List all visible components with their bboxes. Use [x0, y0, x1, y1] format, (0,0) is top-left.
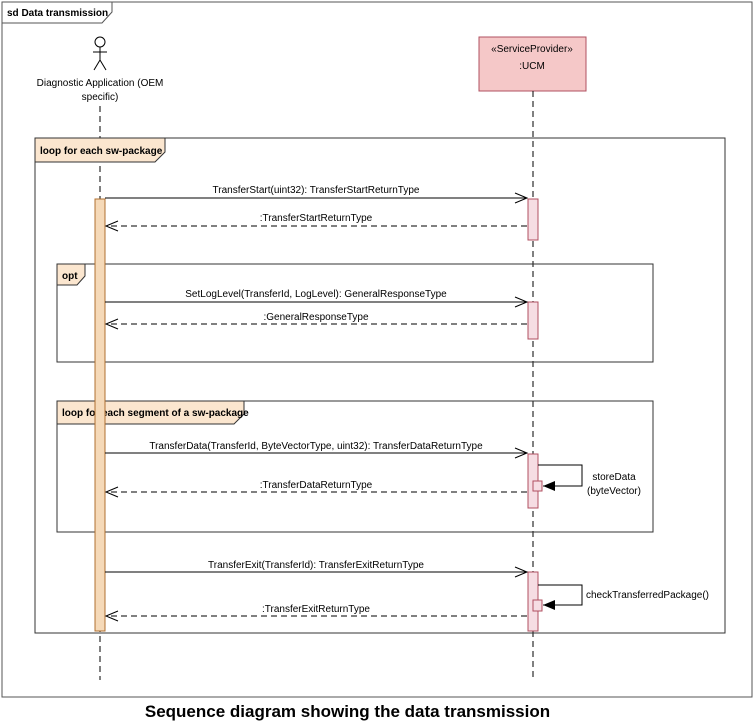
actor-name-line1: Diagnostic Application (OEM	[37, 78, 164, 89]
service-stereotype: «ServiceProvider»	[491, 44, 573, 55]
actor-name-line2: specific)	[82, 92, 119, 103]
figure-caption: Sequence diagram showing the data transm…	[144, 702, 551, 721]
message-transferexit-label: TransferExit(TransferId): TransferExitRe…	[208, 560, 424, 571]
fragment-loop-outer	[34, 137, 726, 634]
self-call-checktransferredpackage-label: checkTransferredPackage()	[586, 590, 709, 601]
self-call-storedata-line2: (byteVector)	[587, 486, 641, 497]
return-transferdata-label: :TransferDataReturnType	[260, 480, 373, 491]
fragment-loop-inner	[56, 400, 654, 533]
service-activation-4-nested	[532, 599, 543, 612]
service-activation-2	[527, 301, 539, 340]
fragment-loop-outer-label: loop for each sw-package	[40, 146, 163, 157]
message-transferstart-label: TransferStart(uint32): TransferStartRetu…	[213, 185, 420, 196]
service-activation-1	[527, 198, 539, 241]
return-transferexit-label: :TransferExitReturnType	[262, 604, 370, 615]
frame-title: sd Data transmission	[7, 8, 108, 19]
diagram-frame	[1, 1, 753, 698]
fragment-opt-tab	[56, 263, 86, 286]
service-head-box	[478, 36, 587, 92]
message-transferdata-label: TransferData(TransferId, ByteVectorType,…	[149, 441, 483, 452]
fragment-opt-label: opt	[62, 271, 78, 282]
message-setloglevel-label: SetLogLevel(TransferId, LogLevel): Gener…	[185, 289, 447, 300]
fragment-loop-outer-tab	[34, 137, 166, 163]
fragment-loop-inner-label: loop for each segment of a sw-package	[62, 408, 249, 419]
service-activation-3-nested	[532, 480, 543, 492]
self-call-checktransferredpackage	[538, 584, 583, 610]
actor-icon	[93, 36, 107, 71]
frame-title-tab	[1, 1, 113, 24]
service-name: :UCM	[519, 61, 545, 72]
self-call-storedata	[538, 464, 583, 491]
return-setloglevel-label: :GeneralResponseType	[263, 312, 369, 323]
sequence-diagram: sd Data transmission Diagnostic Applicat…	[1, 1, 753, 698]
fragment-opt	[56, 263, 654, 363]
return-transferstart-label: :TransferStartReturnType	[260, 213, 373, 224]
actor-activation	[94, 198, 106, 632]
self-call-storedata-line1: storeData	[592, 472, 636, 483]
